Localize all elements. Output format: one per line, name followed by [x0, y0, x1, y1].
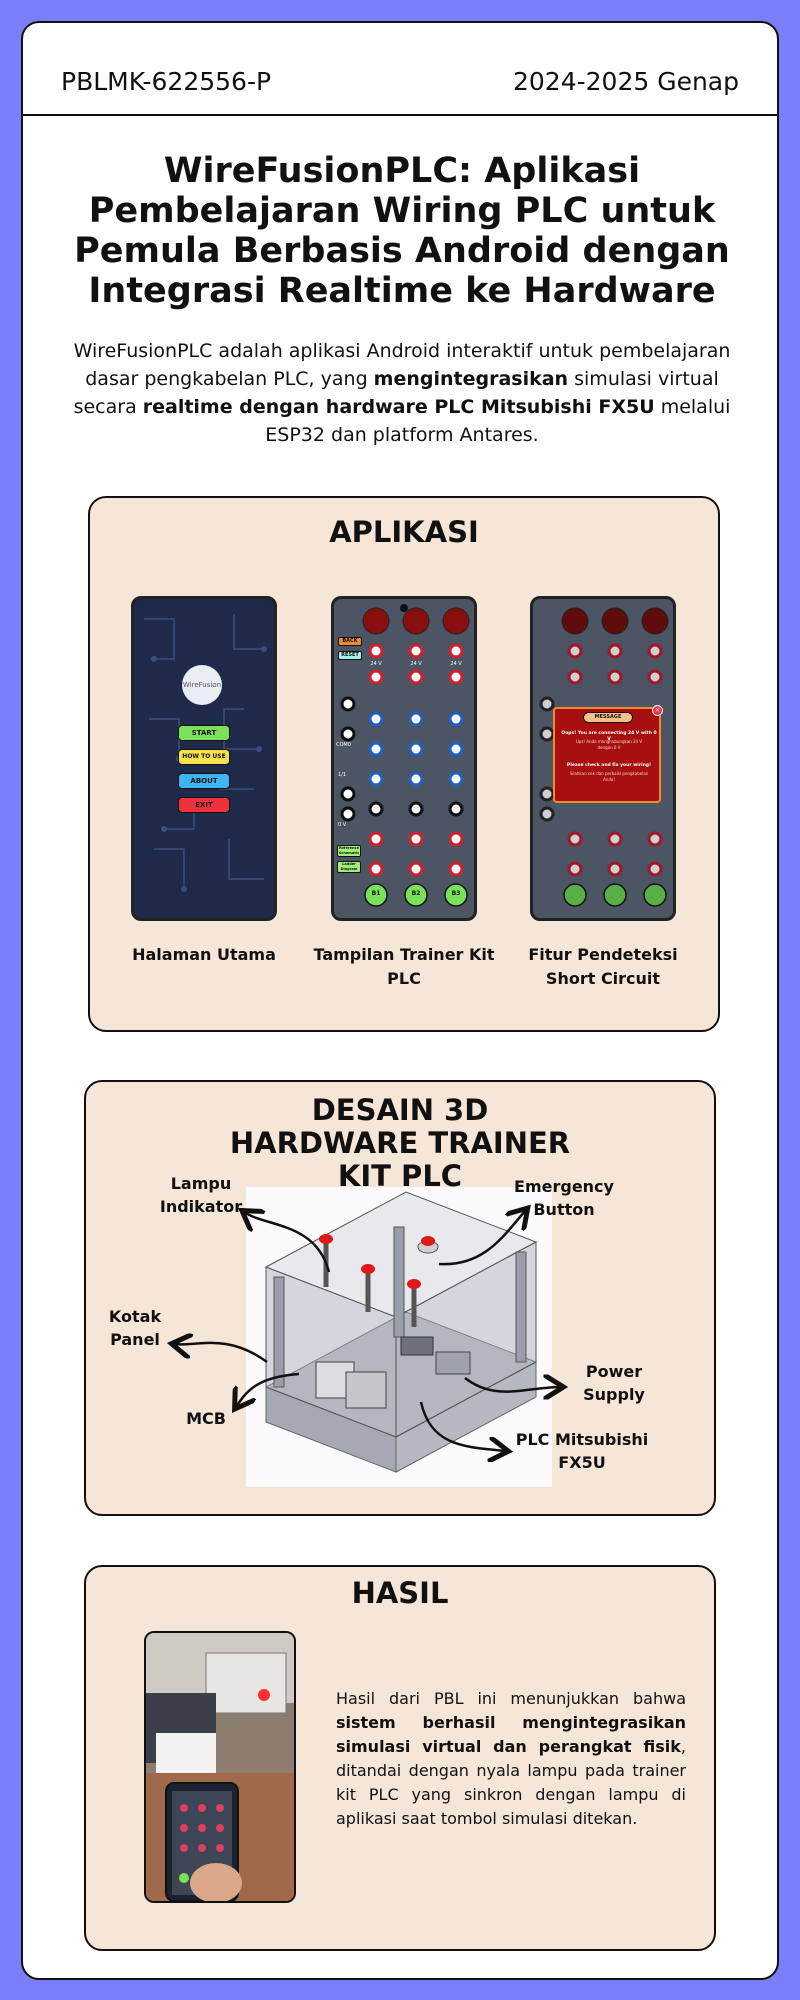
intro-bold-1: mengintegrasikan: [373, 368, 569, 390]
terminal-label-1: 24 V: [370, 661, 382, 667]
message-title: MESSAGE: [583, 712, 633, 723]
message-line-2: Upz! Anda menghubungkan 24 V dengan 0 V: [575, 739, 643, 750]
intro-text-3: melalui ESP32 dan platform Antares.: [265, 396, 731, 446]
phone-short-circuit: MESSAGE × Oops! You are connecting 24 V …: [530, 596, 676, 921]
panel-box-render: [264, 1191, 538, 1473]
header-bar: PBLMK-622556-P 2024-2025 Genap: [23, 23, 777, 116]
hasil-text-2: , ditandai dengan nyala lampu pada train…: [336, 1737, 686, 1828]
b2-button[interactable]: B2: [411, 890, 421, 897]
intro-paragraph: WireFusionPLC adalah aplikasi Android in…: [68, 337, 736, 449]
poster-card: PBLMK-622556-P 2024-2025 Genap WireFusio…: [21, 21, 779, 1980]
hasil-paragraph: Hasil dari PBL ini menunjukkan bahwa sis…: [336, 1687, 686, 1831]
camera-icon: [400, 604, 408, 612]
hasil-text-1: Hasil dari PBL ini menunjukkan bahwa: [336, 1689, 686, 1708]
label-emergency-button: Emergency Button: [514, 1177, 614, 1219]
b1-button[interactable]: B1: [371, 890, 381, 897]
label-lampu-indikator: Lampu Indikator: [159, 1174, 243, 1216]
desain-3d-section: DESAIN 3D HARDWARE TRAINER KIT PLC: [84, 1080, 716, 1516]
label-plc-mitsubishi: PLC Mitsubishi FX5U: [515, 1430, 649, 1472]
side-label-2: 1/1: [338, 772, 347, 778]
message-line-4: Silahkan cek dan perbaiki pengkabelan An…: [569, 771, 649, 782]
reset-button[interactable]: RESET: [338, 651, 362, 660]
reference-schematic-button[interactable]: Reference Schematic: [337, 845, 361, 857]
message-line-3: Please check and fix your wiring!: [566, 763, 652, 768]
hasil-section: HASIL Hasil dari PBL ini menunjukkan bah…: [84, 1565, 716, 1951]
phone-trainer-kit: BACK RESET 24 V 24 V 24 V COM0 1/1 0 V R…: [331, 596, 477, 921]
terminal-label-3: 24 V: [450, 661, 462, 667]
exit-button[interactable]: EXIT: [178, 797, 230, 813]
phone-main-menu: WireFusion START HOW TO USE ABOUT EXIT: [131, 596, 277, 921]
aplikasi-title: APLIKASI: [329, 515, 479, 549]
how-to-use-button[interactable]: HOW TO USE: [178, 749, 230, 765]
poster-title: WireFusionPLC: Aplikasi Pembelajaran Wir…: [74, 151, 730, 311]
intro-bold-2: realtime dengan hardware PLC Mitsubishi …: [142, 396, 655, 418]
label-arrows: [86, 1082, 718, 1518]
caption-trainer-kit: Tampilan Trainer Kit PLC: [313, 945, 495, 988]
aplikasi-section: APLIKASI WireFusion START HOW TO USE ABO…: [88, 496, 720, 1032]
caption-halaman-utama: Halaman Utama: [132, 945, 276, 964]
about-button[interactable]: ABOUT: [178, 773, 230, 789]
course-code: PBLMK-622556-P: [61, 67, 272, 96]
intro-text-1: WireFusionPLC adalah aplikasi Android in…: [73, 340, 731, 390]
app-logo: WireFusion: [182, 665, 222, 705]
back-button[interactable]: BACK: [338, 637, 362, 646]
trainer-terminals-dim: [539, 607, 669, 907]
label-power-supply: Power Supply: [583, 1362, 645, 1404]
label-mcb: MCB: [186, 1409, 226, 1428]
caption-short-circuit: Fitur Pendeteksi Short Circuit: [528, 945, 678, 988]
close-icon[interactable]: ×: [652, 705, 663, 716]
result-photo: [144, 1631, 296, 1903]
hasil-bold: sistem berhasil mengintegrasikan simulas…: [336, 1713, 686, 1756]
trainer-terminals: [340, 607, 470, 907]
hasil-title: HASIL: [351, 1576, 449, 1610]
hardware-render: [246, 1187, 552, 1487]
terminal-label-2: 24 V: [410, 661, 422, 667]
side-label-3: 0 V: [338, 822, 347, 828]
label-kotak-panel: Kotak Panel: [108, 1307, 162, 1349]
b3-button[interactable]: B3: [451, 890, 461, 897]
result-photo-image: [146, 1633, 294, 1901]
short-circuit-dialog: MESSAGE × Oops! You are connecting 24 V …: [553, 705, 663, 803]
intro-text-2: simulasi virtual secara: [73, 368, 719, 418]
academic-term: 2024-2025 Genap: [512, 67, 739, 96]
com0-label: COM0: [336, 742, 351, 748]
start-button[interactable]: START: [178, 725, 230, 741]
message-line-1: Oops! You are connecting 24 V with 0 V: [561, 731, 657, 742]
ladder-diagram-button[interactable]: Ladder Diagram: [337, 861, 361, 873]
